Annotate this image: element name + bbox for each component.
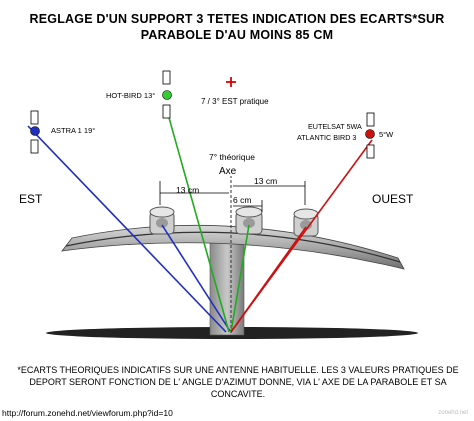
practical-cross-icon <box>226 77 236 87</box>
title-line-1: REGLAGE D'UN SUPPORT 3 TETES INDICATION … <box>29 12 445 26</box>
satellite-hotbird <box>162 70 172 119</box>
source-url: http://forum.zonehd.net/viewforum.php?id… <box>2 408 173 418</box>
astra-label: ASTRA 1 19° <box>51 126 95 135</box>
measure-left <box>159 181 229 205</box>
lnb-holder-left <box>149 206 175 235</box>
footnote: *ECARTS THEORIQUES INDICATIFS SUR UNE AN… <box>17 365 459 399</box>
measure-left-label: 13 cm <box>176 185 199 195</box>
east-label: EST <box>19 192 43 206</box>
ray-hotbird <box>165 106 230 333</box>
satellite-astra <box>30 110 40 154</box>
title-line-2: PARABOLE D'AU MOINS 85 CM <box>140 28 334 42</box>
satellite-eutelsat <box>365 112 375 159</box>
ray-astra-lnb <box>161 224 231 332</box>
hotbird-label: HOT-BIRD 13° <box>106 91 155 100</box>
ray-astra <box>27 125 227 333</box>
lnb-holder-center <box>235 206 263 235</box>
west-label: OUEST <box>372 192 414 206</box>
eutelsat-label-2: ATLANTIC BIRD 3 <box>297 133 356 142</box>
axis-label: Axe <box>219 166 237 177</box>
eutelsat-angle: 5°W <box>379 130 394 139</box>
watermark: zonehd.net <box>438 410 468 416</box>
practical-label: 7 / 3° EST pratique <box>201 97 269 106</box>
axis-theory-label: 7° théorique <box>209 152 255 162</box>
measure-right <box>233 181 306 205</box>
dish-rim <box>65 231 401 263</box>
measure-right-label: 13 cm <box>254 176 277 186</box>
dish-reflector <box>61 224 405 270</box>
ray-hotbird-lnb <box>230 224 250 333</box>
lnb-holder-right <box>293 208 319 237</box>
measure-center <box>233 200 263 212</box>
eutelsat-label-1: EUTELSAT 5WA <box>308 122 362 131</box>
ray-eutelsat-lnb <box>230 226 307 333</box>
measure-center-label: 6 cm <box>233 195 251 205</box>
